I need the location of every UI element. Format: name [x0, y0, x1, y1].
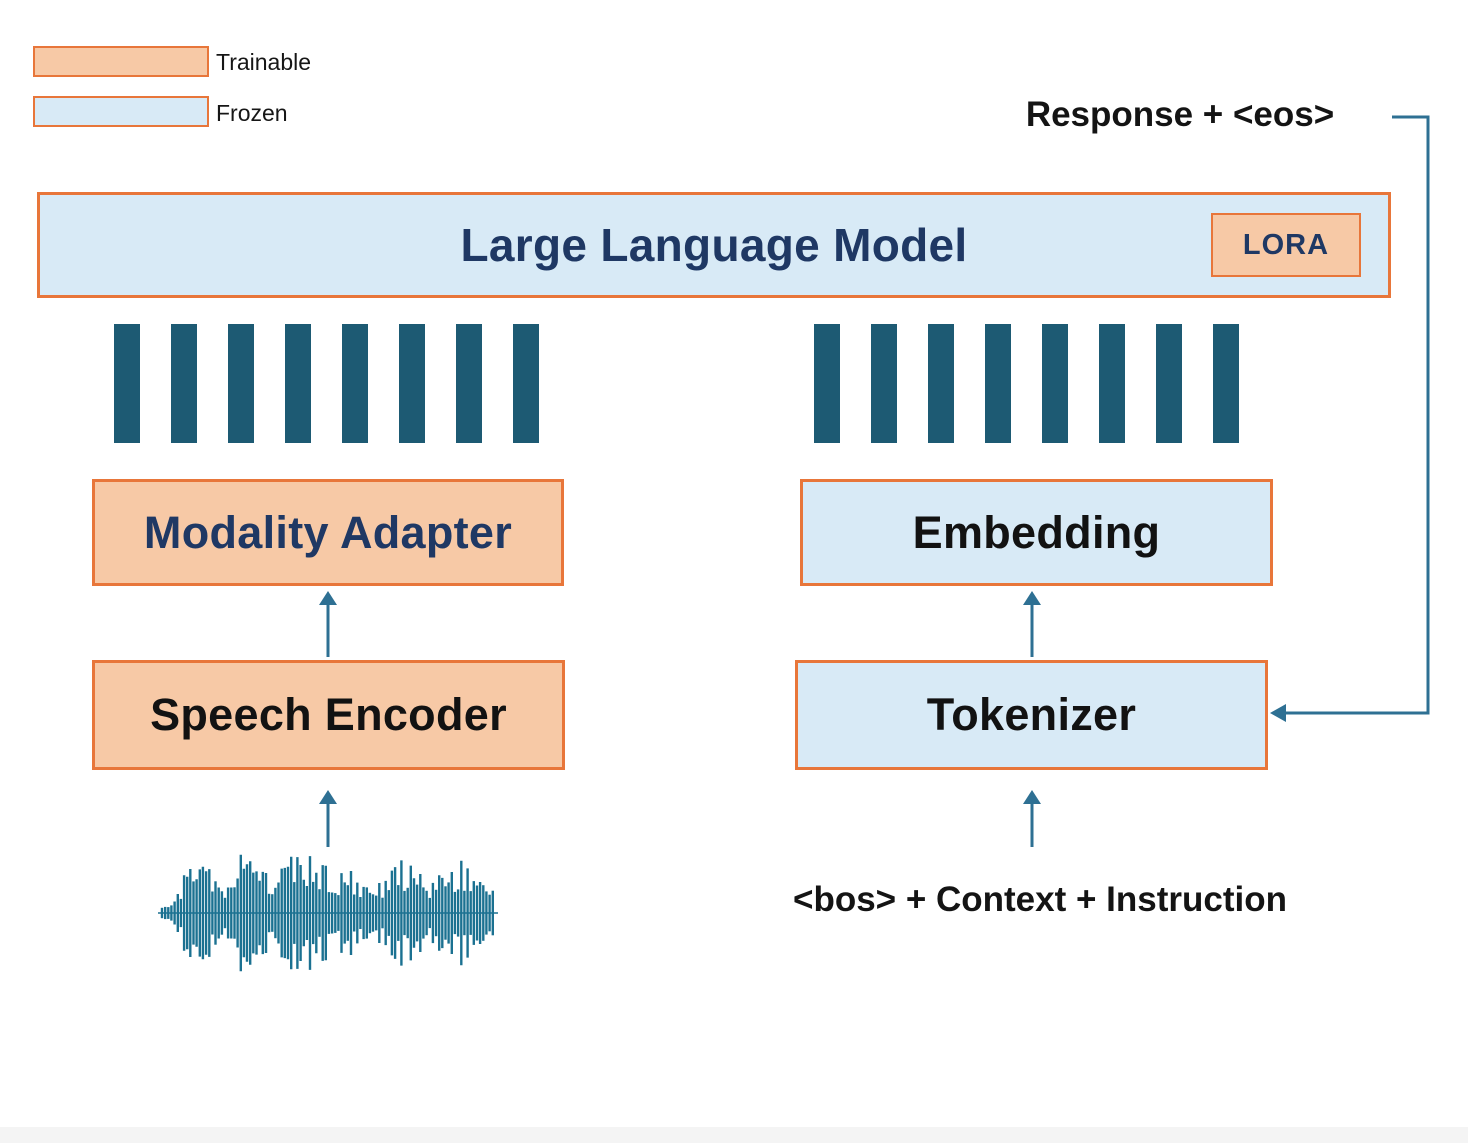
llm-node: Large Language Model LORA	[37, 192, 1391, 298]
modality-adapter-node: Modality Adapter	[92, 479, 564, 586]
token-bar	[1099, 324, 1125, 443]
tokenizer-label: Tokenizer	[926, 689, 1137, 740]
bottom-edge	[0, 1127, 1468, 1143]
token-bar	[871, 324, 897, 443]
embedding-node: Embedding	[800, 479, 1273, 586]
audio-waveform-icon	[158, 838, 498, 988]
token-bar	[114, 324, 140, 443]
token-bar	[928, 324, 954, 443]
legend-trainable-label: Trainable	[216, 49, 312, 75]
tokenizer-node: Tokenizer	[795, 660, 1268, 770]
response-label: Response + <eos>	[1025, 95, 1335, 134]
token-bar	[814, 324, 840, 443]
legend-frozen-label: Frozen	[216, 100, 288, 126]
arrow-waveform-to-speech-encoder	[318, 790, 338, 847]
embedding-label: Embedding	[912, 506, 1161, 558]
token-bar	[985, 324, 1011, 443]
token-bar	[228, 324, 254, 443]
arrow-tokenizer-to-embedding	[1022, 591, 1042, 657]
speech-token-bars	[114, 324, 539, 443]
token-bar	[1213, 324, 1239, 443]
token-bar	[342, 324, 368, 443]
lora-label: LORA	[1242, 228, 1330, 261]
token-bar	[513, 324, 539, 443]
arrow-speech-encoder-to-modality-adapter	[318, 591, 338, 657]
speech-encoder-node: Speech Encoder	[92, 660, 565, 770]
llm-label: Large Language Model	[460, 219, 968, 271]
token-bar	[1156, 324, 1182, 443]
speech-encoder-label: Speech Encoder	[150, 689, 507, 740]
token-bar	[1042, 324, 1068, 443]
token-bar	[399, 324, 425, 443]
text-token-bars	[814, 324, 1239, 443]
modality-adapter-label: Modality Adapter	[143, 506, 513, 558]
token-bar	[285, 324, 311, 443]
arrow-input-to-tokenizer	[1022, 790, 1042, 847]
lora-badge: LORA	[1211, 213, 1361, 277]
token-bar	[456, 324, 482, 443]
input-label: <bos> + Context + Instruction	[793, 880, 1287, 919]
token-bar	[171, 324, 197, 443]
legend-frozen-swatch	[33, 96, 209, 127]
legend-trainable-swatch	[33, 46, 209, 77]
